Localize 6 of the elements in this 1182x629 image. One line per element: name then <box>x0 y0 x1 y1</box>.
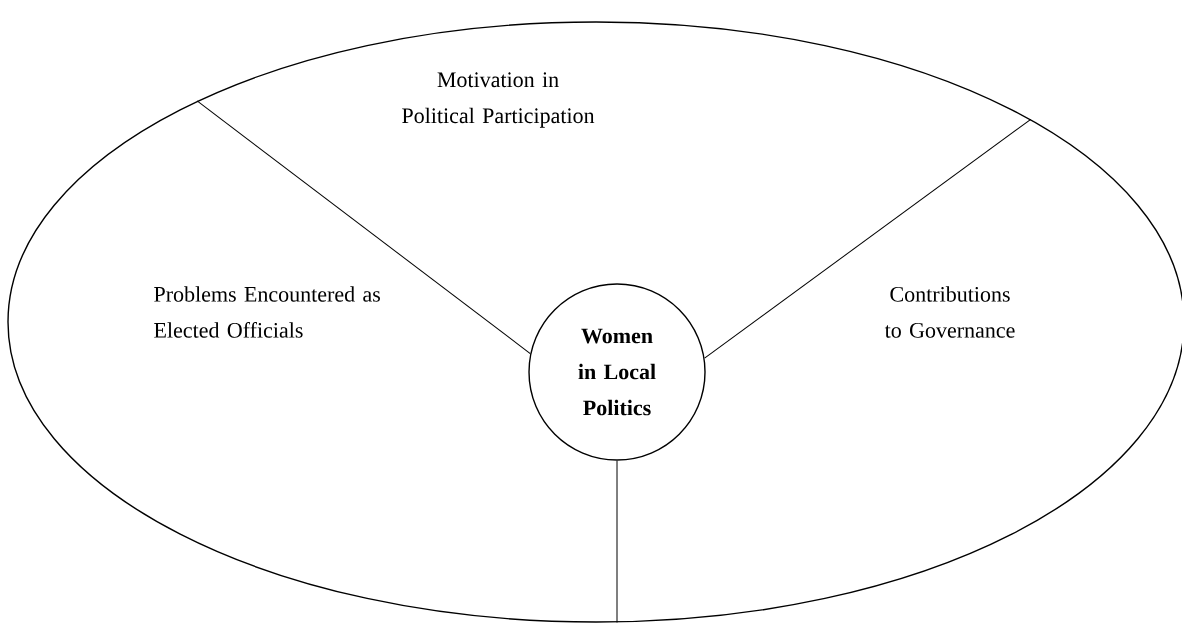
divider-line <box>196 100 531 355</box>
sector-label: Contributions to Governance <box>884 286 1015 338</box>
sector-label: Motivation in Political Participation <box>402 72 595 128</box>
sector-label: Problems Encountered as Elected Officials <box>154 286 380 338</box>
divider-line <box>616 460 618 623</box>
divider-line <box>704 118 1032 359</box>
